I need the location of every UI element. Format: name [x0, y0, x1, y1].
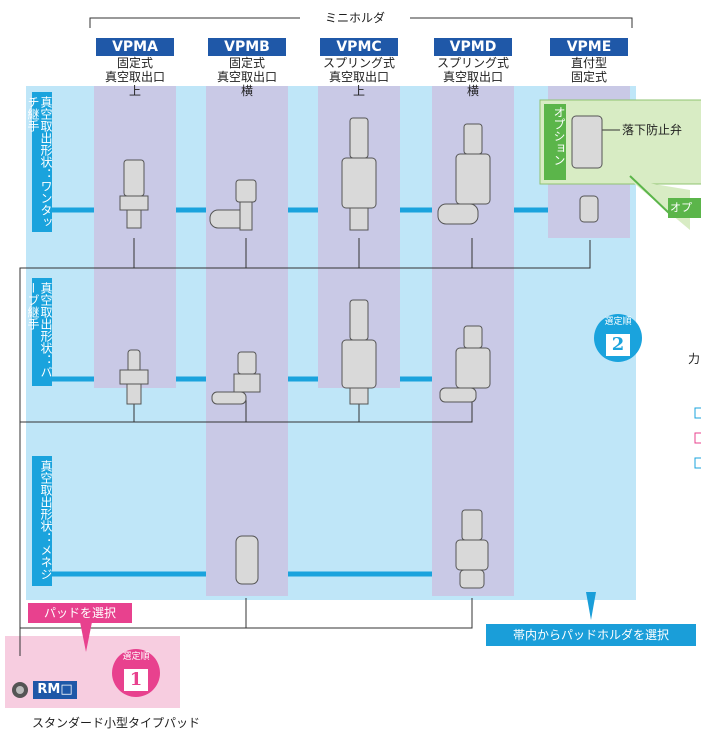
column-strip-vpmb — [206, 86, 288, 596]
group-label: ミニホルダ — [324, 11, 385, 25]
step1-title: 選定順 — [122, 652, 150, 662]
column-line1: 直付型 — [570, 56, 607, 70]
valve-label: 落下防止弁 — [622, 123, 683, 137]
column-strip-vpma — [94, 86, 176, 388]
option-label: オプション — [552, 106, 566, 166]
column-header-vpme: VPME 直付型 固定式 — [538, 38, 640, 84]
step1-number: 1 — [129, 669, 143, 690]
model-badge: VPMB — [208, 38, 286, 56]
option-right-tag: オプ — [670, 201, 692, 214]
column-header-vpma: VPMA 固定式 真空取出口 上 — [84, 38, 186, 98]
column-line2: 真空取出口 — [328, 70, 389, 84]
model-badge: VPME — [550, 38, 628, 56]
model-badge: VPMA — [96, 38, 174, 56]
column-header-vpmb: VPMB 固定式 真空取出口 横 — [196, 38, 298, 98]
pad-caption: スタンダード小型タイプパッド — [32, 716, 201, 730]
column-line3: 横 — [466, 84, 479, 98]
select-pad-tag: パッドを選択 — [28, 603, 132, 623]
column-line1: 固定式 — [228, 56, 265, 70]
column-line2: 真空取出口 — [442, 70, 503, 84]
column-line1: スプリング式 — [322, 56, 395, 70]
pad-code-badge: RM□ — [33, 681, 77, 699]
row-label-one-touch: 真空取出形状：ワンタッチ継手 — [26, 92, 53, 232]
step2-side-glyph: 力 — [688, 352, 701, 366]
step2-number: 2 — [611, 334, 625, 355]
column-header-vpmc: VPMC スプリング式 真空取出口 上 — [308, 38, 410, 98]
column-line1: 固定式 — [116, 56, 153, 70]
column-line3: 上 — [128, 84, 141, 98]
column-line3: 上 — [352, 84, 365, 98]
column-line2: 固定式 — [570, 70, 607, 84]
column-line1: スプリング式 — [436, 56, 509, 70]
select-holder-tag: 帯内からパッドホルダを選択 — [486, 624, 696, 646]
model-badge: VPMD — [434, 38, 512, 56]
column-header-vpmd: VPMD スプリング式 真空取出口 横 — [422, 38, 524, 98]
row-label-female-thread: 真空取出形状：メネジ — [32, 456, 53, 586]
model-badge: VPMC — [320, 38, 398, 56]
column-line3: 横 — [240, 84, 253, 98]
column-line2: 真空取出口 — [104, 70, 165, 84]
row-label-barb: 真空取出形状：バーブ継手 — [26, 278, 53, 386]
column-line2: 真空取出口 — [216, 70, 277, 84]
step2-title: 選定順 — [604, 317, 632, 327]
